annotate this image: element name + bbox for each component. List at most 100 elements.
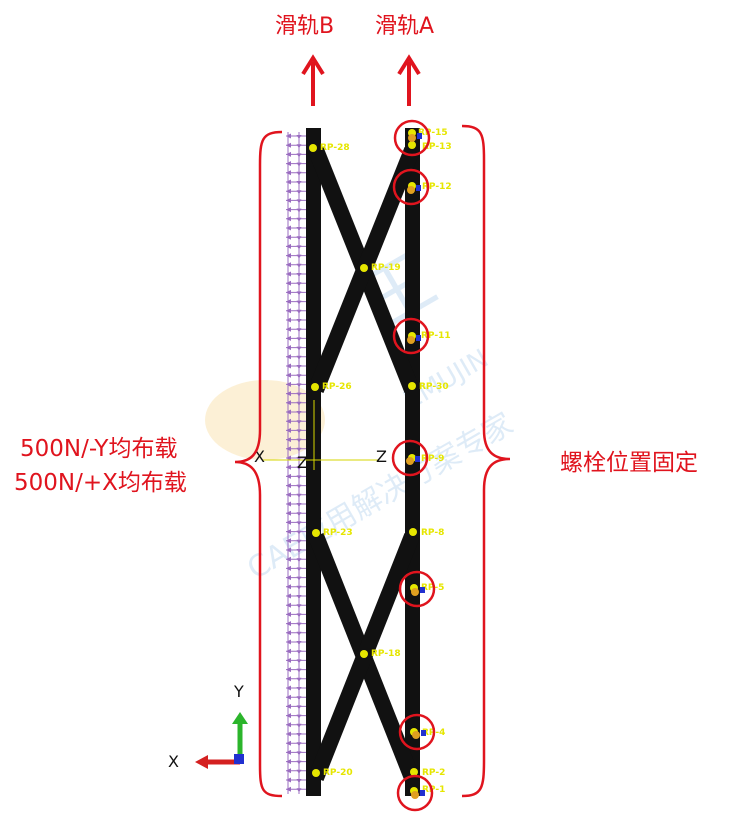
load-arrow-head-down <box>296 328 302 333</box>
load-arrow-head-down <box>296 484 302 489</box>
mid-axis-marker: X Z Z <box>254 400 387 472</box>
load-arrow-head-down <box>296 751 302 756</box>
rp-13-label: RP-13 <box>422 142 452 152</box>
bolt-constraint-icon <box>416 335 421 341</box>
bolt-constraint-icon <box>415 456 420 462</box>
load-arrow-head <box>286 630 291 636</box>
load-arrow-head <box>286 197 291 203</box>
bolt-circle-2 <box>392 168 430 206</box>
rp-19: RP-19 <box>360 263 401 273</box>
rp-20-label: RP-20 <box>323 768 353 778</box>
load-arrow-head-down <box>296 530 302 535</box>
load-arrow-head <box>286 786 291 792</box>
load-arrow-head-down <box>296 466 302 471</box>
bolt-circle-1 <box>393 119 431 157</box>
load-arrow-head-down <box>296 733 302 737</box>
load-arrow-head <box>286 308 291 314</box>
rail-b-arrow <box>301 54 325 106</box>
load-arrow-head-down <box>296 420 302 425</box>
load-arrow-head-down <box>296 723 302 728</box>
load-arrow-head-down <box>296 319 302 323</box>
load-arrow-head <box>286 529 291 535</box>
load-arrow-head <box>286 759 291 765</box>
rail-a-arrow <box>397 54 421 106</box>
load-arrow-head <box>286 667 291 673</box>
rp-9-label: RP-9 <box>421 454 444 464</box>
triad-y-label: Y <box>233 682 244 701</box>
rp-19-label: RP-19 <box>371 263 401 273</box>
right-curly-brace <box>461 124 511 798</box>
rp-11-label: RP-11 <box>421 331 451 341</box>
load-arrow-head <box>286 151 291 157</box>
load-arrow-head <box>286 372 291 378</box>
load-arrow-head <box>286 427 291 433</box>
bolt-circle-4 <box>391 439 429 477</box>
bolt-node <box>411 791 419 799</box>
bolt-node <box>407 336 415 344</box>
bolt-highlight-circles <box>391 119 436 812</box>
rp-26-label: RP-26 <box>322 382 352 392</box>
load-arrow-head-down <box>296 549 302 553</box>
rp-28-label: RP-28 <box>320 143 350 153</box>
bolt-constraint-icon <box>420 790 425 796</box>
load-arrow-head <box>286 381 291 387</box>
load-arrow-head-down <box>296 217 302 222</box>
load-arrow-head-down <box>296 254 302 259</box>
rp-5-label: RP-5 <box>421 583 444 593</box>
load-arrow-head-down <box>296 604 302 609</box>
load-arrow-head-down <box>296 641 302 645</box>
load-arrow-head-down <box>296 668 302 673</box>
load-arrow-head <box>286 501 291 507</box>
bolt-constraint-icon <box>416 185 421 191</box>
bolt-node <box>407 186 415 194</box>
load-arrow-head <box>286 547 291 553</box>
bolt-circle-3 <box>392 317 430 355</box>
load-arrow-head <box>286 262 291 268</box>
rp-8: RP-8 <box>409 528 444 538</box>
rp-2: RP-2 <box>410 768 445 778</box>
load-arrow-head <box>286 335 291 341</box>
load-arrow-head-down <box>296 475 302 480</box>
load-arrow-head-down <box>296 687 302 691</box>
load-arrow-head <box>286 464 291 470</box>
rp-18-label: RP-18 <box>371 649 401 659</box>
bolt-constraint-icon <box>421 730 426 736</box>
load-arrow-head <box>286 584 291 590</box>
load-arrow-head <box>286 492 291 498</box>
load-arrow-head <box>286 713 291 719</box>
load-arrow-head-down <box>296 282 302 287</box>
load-arrow-head-down <box>296 429 302 434</box>
load-arrow-head-down <box>296 613 302 618</box>
mid-axis-z-label-1: Z <box>297 453 308 472</box>
z-axis-marker <box>234 754 244 764</box>
load-arrow-head <box>286 207 291 213</box>
load-arrow-head <box>286 749 291 755</box>
load-arrow-head <box>286 253 291 259</box>
load-arrow-head-down <box>296 346 302 351</box>
load-arrow-head <box>286 326 291 332</box>
load-arrow-head <box>286 483 291 489</box>
load-arrow-head-down <box>296 181 302 185</box>
load-arrow-head <box>286 271 291 277</box>
load-arrow-head-down <box>296 447 302 452</box>
load-arrow-head-down <box>296 493 302 498</box>
load-arrow-head-down <box>296 401 302 406</box>
load-arrow-head-down <box>296 631 302 636</box>
load-arrow-head-down <box>296 227 302 231</box>
load-arrow-head <box>286 280 291 286</box>
load-arrow-head-down <box>296 245 302 250</box>
load-arrow-head <box>286 289 291 295</box>
load-arrow-head <box>286 731 291 737</box>
load-arrow-head-down <box>296 190 302 195</box>
load-arrow-head-down <box>296 291 302 296</box>
load-arrow-head-down <box>296 199 302 204</box>
bolt-constraint-markers <box>406 133 426 799</box>
load-arrow-head-down <box>296 659 302 664</box>
reference-points: RP-15 RP-13 RP-12 RP-28 RP-19 RP-11 RP-2… <box>309 128 452 795</box>
load-arrow-head-down <box>296 300 302 305</box>
rp-20: RP-20 <box>312 768 353 778</box>
load-arrow-head-down <box>296 714 302 719</box>
load-arrow-head <box>286 575 291 581</box>
load-arrow-head <box>286 317 291 323</box>
load-arrow-head <box>286 225 291 231</box>
